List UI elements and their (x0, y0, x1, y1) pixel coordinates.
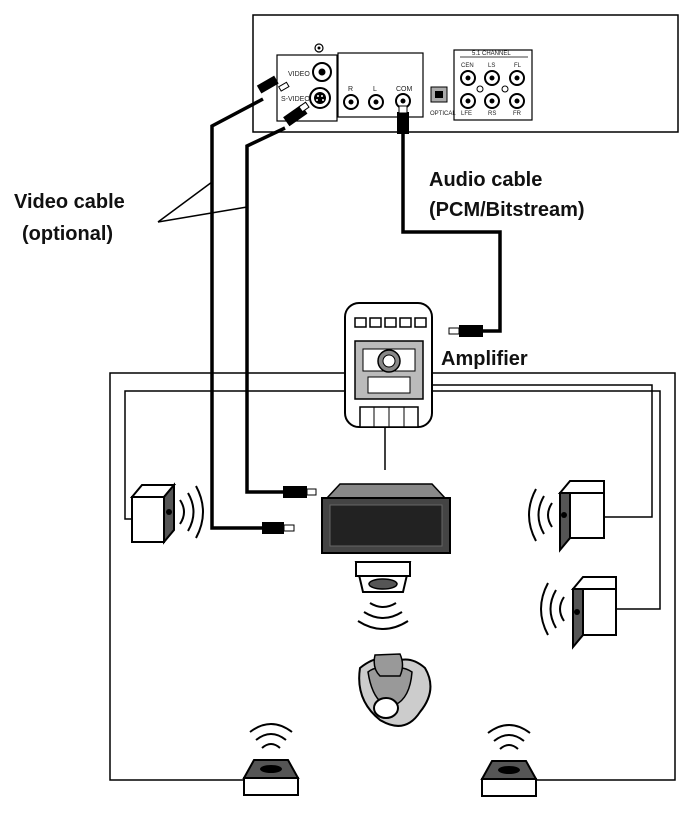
video-cable-label: Video cable (14, 191, 125, 213)
speaker-rear-right (570, 576, 617, 650)
video-cable-optional-label: (optional) (22, 223, 113, 245)
fl-label: FL (514, 63, 522, 69)
audio-cable-label: Audio cable (429, 169, 542, 191)
video-jack-label: VIDEO (288, 71, 310, 78)
sound-waves-front-left (179, 485, 204, 539)
video-plug-tv (262, 522, 284, 534)
video-cable (210, 97, 286, 530)
video-plug-player (256, 75, 279, 94)
speaker-front-left (129, 482, 177, 545)
video-cable-callout (157, 181, 248, 223)
audio-cable (401, 130, 502, 333)
audio-r-label: R (348, 86, 353, 93)
ls-label: LS (488, 63, 495, 69)
sound-waves-front-right (528, 488, 553, 542)
audio-l-label: L (373, 86, 377, 93)
dvd-player-rear-panel: VIDEO S-VIDEO R L COM OPTICAL 5.1 CHANNE… (252, 14, 679, 133)
audio-plug-amp (459, 325, 483, 337)
speaker-wiring (109, 372, 676, 781)
sound-waves-rear-right (540, 582, 565, 636)
svideo-jack-label: S-VIDEO (281, 96, 310, 103)
svideo-plug-tv (283, 486, 307, 498)
television (321, 483, 451, 554)
amplifier-label: Amplifier (441, 348, 528, 370)
lfe-label: LFE (461, 111, 472, 117)
rs-label: RS (488, 111, 496, 117)
audio-format-label: (PCM/Bitstream) (429, 199, 585, 221)
coaxial-label: COM (396, 86, 413, 93)
sound-waves-rear-left (249, 723, 293, 749)
speaker-rear-left (242, 759, 300, 796)
sound-waves-center (357, 602, 409, 630)
speaker-front-right (557, 480, 605, 553)
sound-waves-rear-bottom-right (487, 724, 531, 750)
speaker-center (354, 561, 412, 593)
speaker-rear-bottom-right (480, 760, 538, 797)
cen-label: CEN (461, 63, 474, 69)
channel-header: 5.1 CHANNEL (472, 51, 511, 57)
fr-label: FR (513, 111, 522, 117)
amplifier (344, 302, 433, 428)
optical-label: OPTICAL (430, 111, 456, 117)
audio-plug-player (397, 112, 409, 134)
listener (358, 653, 432, 727)
